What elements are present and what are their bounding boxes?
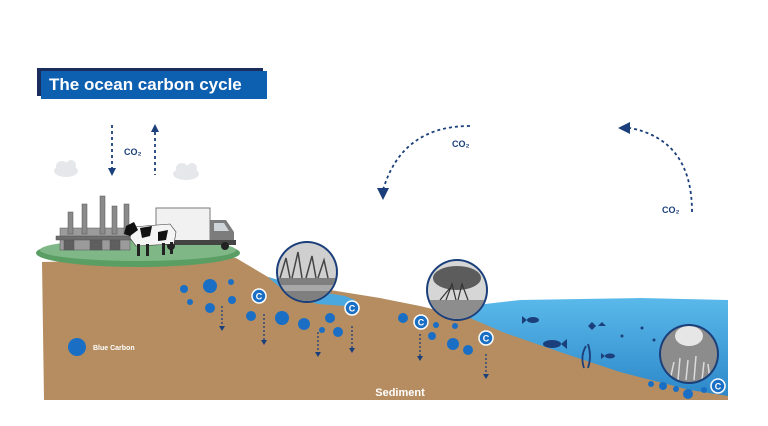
co2-right-label: CO₂ [662,205,680,215]
seagrass-photo [659,324,719,384]
co2-land-label: CO₂ [124,147,142,157]
arrow-down-icon [108,168,116,176]
ocean-water [420,298,728,400]
title-badge: The ocean carbon cycle [37,68,267,99]
fish-icon [588,322,606,330]
cloud-icon [54,160,78,177]
co2-top-label: CO₂ [452,139,470,149]
svg-text:C: C [483,334,490,344]
svg-text:C: C [349,304,356,314]
blue-carbon-dots [180,279,707,399]
svg-text:C: C [418,318,425,328]
arrow-head-icon [618,122,630,134]
svg-text:C: C [256,292,263,302]
sediment-ground [42,258,728,400]
page-title: The ocean carbon cycle [41,71,267,99]
carbon-c-icon: C [344,300,360,316]
factory-icon [55,195,137,251]
burial-arrow-heads [219,326,489,379]
arrow-head-icon [377,188,389,200]
cloud-icon [173,163,199,180]
co2-cycle-arrow-right [629,127,693,213]
carbon-c-icon: C [478,330,494,346]
burial-arrows [221,306,487,374]
cow-icon [124,222,177,256]
fish-icon [522,316,539,324]
legend-blue-carbon-dot [68,338,86,356]
sea-critter-icon [620,326,656,342]
mangrove-photo [426,259,488,321]
land-co2-arrows [111,125,156,175]
fish-icon [601,353,615,359]
carbon-c-icon: C [413,314,429,330]
saltmarsh-photo [276,241,338,303]
carbon-c-icon: C [710,378,726,394]
carbon-c-icon: C [251,288,267,304]
sediment-label: Sediment [375,387,425,399]
svg-text:C: C [715,382,722,392]
fish-icon [543,339,567,349]
legend-blue-carbon-label: Blue Carbon [93,345,135,352]
arrow-up-icon [151,124,159,132]
co2-cycle-arrow-left [382,125,471,191]
seaweed-icon [581,343,591,369]
